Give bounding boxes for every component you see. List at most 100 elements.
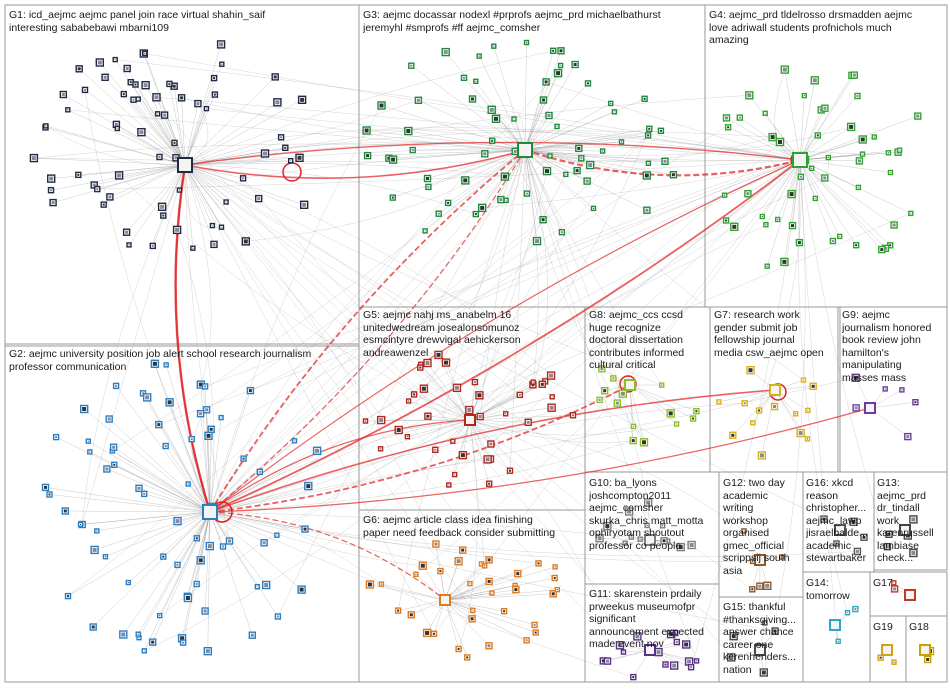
node-avatar [96, 530, 97, 531]
node-avatar [115, 59, 116, 60]
node-avatar [365, 421, 366, 422]
group-label-g2: G2: aejmc university position job alert … [9, 348, 359, 388]
group-label-g12: G12: two day academic writing workshop o… [723, 477, 801, 577]
node-avatar [93, 548, 97, 552]
node-avatar [475, 213, 477, 215]
node-avatar [126, 67, 129, 70]
node-avatar [177, 564, 179, 566]
edge [210, 512, 302, 590]
node-avatar [300, 98, 304, 102]
node-avatar [257, 586, 258, 587]
node-avatar [163, 114, 166, 117]
node-avatar [123, 93, 125, 95]
node-avatar [552, 592, 555, 595]
node-avatar [535, 239, 539, 243]
node-avatar [807, 410, 808, 411]
node-avatar [82, 407, 86, 411]
node-avatar [488, 483, 490, 485]
node-avatar [676, 424, 677, 425]
node-avatar [526, 639, 528, 641]
group-label-g7: G7: research work gender submit job fell… [714, 309, 838, 373]
node-avatar [243, 458, 245, 460]
node-avatar [274, 75, 277, 78]
node-avatar [427, 186, 429, 188]
edge [785, 70, 800, 160]
node-avatar [725, 220, 727, 222]
node-avatar [803, 380, 804, 381]
node-avatar [176, 519, 180, 523]
node-avatar [832, 240, 834, 242]
node-avatar [426, 177, 429, 180]
edge [153, 512, 210, 642]
node-avatar [455, 386, 459, 390]
node-avatar [782, 260, 786, 264]
hub-node-g19 [882, 645, 892, 655]
edge [381, 584, 445, 600]
node-avatar [758, 585, 761, 588]
node-avatar [799, 431, 803, 435]
node-avatar [98, 61, 102, 65]
node-avatar [103, 204, 105, 206]
node-avatar [906, 435, 909, 438]
edge [107, 469, 210, 512]
node-avatar [251, 634, 254, 637]
node-avatar [545, 80, 548, 83]
cross-edge [470, 420, 633, 443]
hub-node-g9 [865, 403, 875, 413]
node-avatar [80, 524, 81, 525]
node-avatar [463, 77, 465, 79]
node-avatar [89, 451, 90, 452]
node-avatar [690, 666, 692, 668]
node-avatar [55, 436, 57, 438]
node-avatar [552, 50, 554, 52]
node-avatar [180, 96, 183, 99]
hub-node-g5 [465, 415, 475, 425]
node-avatar [151, 641, 154, 644]
edge [185, 78, 214, 165]
node-avatar [199, 412, 202, 415]
node-avatar [516, 572, 519, 575]
edge [210, 512, 266, 585]
node-avatar [574, 63, 577, 66]
cross-edge [34, 144, 525, 158]
node-avatar [480, 206, 484, 210]
hub-node-g4 [793, 153, 807, 167]
node-avatar [514, 119, 515, 120]
node-avatar [858, 159, 861, 162]
node-avatar [168, 400, 172, 404]
node-avatar [104, 76, 107, 79]
node-avatar [542, 218, 545, 221]
edge [445, 574, 518, 600]
node-avatar [795, 413, 796, 414]
node-avatar [910, 213, 911, 214]
node-avatar [259, 471, 261, 473]
node-avatar [380, 448, 381, 449]
node-avatar [645, 174, 649, 178]
node-avatar [174, 142, 176, 144]
node-avatar [888, 152, 889, 153]
node-avatar [263, 152, 267, 156]
node-avatar [152, 245, 154, 247]
cross-edge [470, 420, 677, 435]
node-avatar [391, 158, 395, 162]
group-label-g4: G4: aejmc_prd tldelrosso drsmadden aejmc… [709, 9, 947, 61]
node-avatar [855, 244, 857, 246]
node-avatar [642, 440, 646, 444]
node-avatar [226, 202, 227, 203]
node-avatar [533, 382, 534, 383]
node-avatar [621, 141, 622, 142]
node-avatar [602, 151, 603, 152]
node-avatar [192, 248, 193, 249]
edge [68, 512, 210, 596]
node-avatar [84, 89, 86, 91]
node-avatar [880, 248, 883, 251]
node-avatar [125, 231, 128, 234]
node-avatar [541, 383, 544, 386]
node-avatar [731, 434, 734, 437]
node-avatar [173, 85, 176, 88]
node-avatar [45, 125, 46, 126]
node-avatar [397, 610, 399, 612]
node-avatar [264, 583, 268, 587]
node-avatar [545, 169, 549, 173]
node-avatar [407, 436, 408, 437]
